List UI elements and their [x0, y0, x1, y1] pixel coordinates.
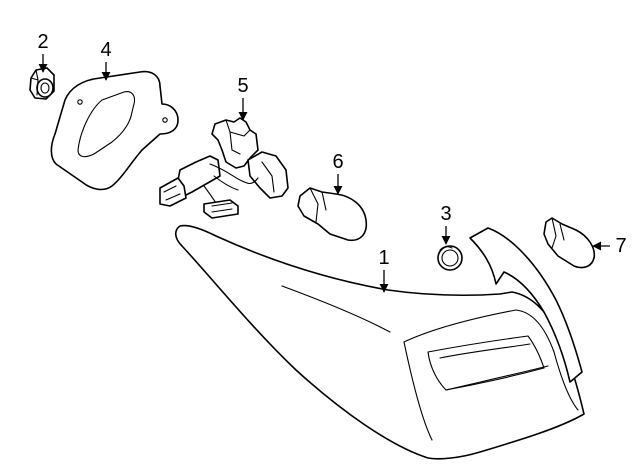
callout-6-label: 6: [332, 151, 343, 173]
gasket-part[interactable]: [50, 70, 179, 191]
bulb-part[interactable]: [297, 187, 368, 242]
callout-5-label: 5: [237, 75, 248, 97]
callout-4[interactable]: 4: [100, 39, 112, 81]
nut-part[interactable]: [29, 67, 55, 100]
callout-3-label: 3: [440, 203, 451, 225]
callout-2[interactable]: 2: [37, 31, 49, 73]
grommet-part[interactable]: [437, 245, 463, 271]
callout-5[interactable]: 5: [237, 75, 249, 121]
callout-3[interactable]: 3: [440, 203, 452, 245]
socket-and-wire-part[interactable]: [159, 117, 289, 219]
callout-7[interactable]: 7: [592, 235, 627, 257]
bulb-part-7[interactable]: [543, 217, 596, 269]
callout-1[interactable]: 1: [378, 247, 390, 293]
callout-6[interactable]: 6: [332, 151, 344, 195]
callout-1-label: 1: [378, 247, 389, 269]
callout-7-label: 7: [615, 235, 626, 257]
tail-lamp-assembly-part[interactable]: [174, 224, 585, 460]
callout-2-label: 2: [37, 31, 48, 53]
callout-4-label: 4: [100, 39, 111, 61]
